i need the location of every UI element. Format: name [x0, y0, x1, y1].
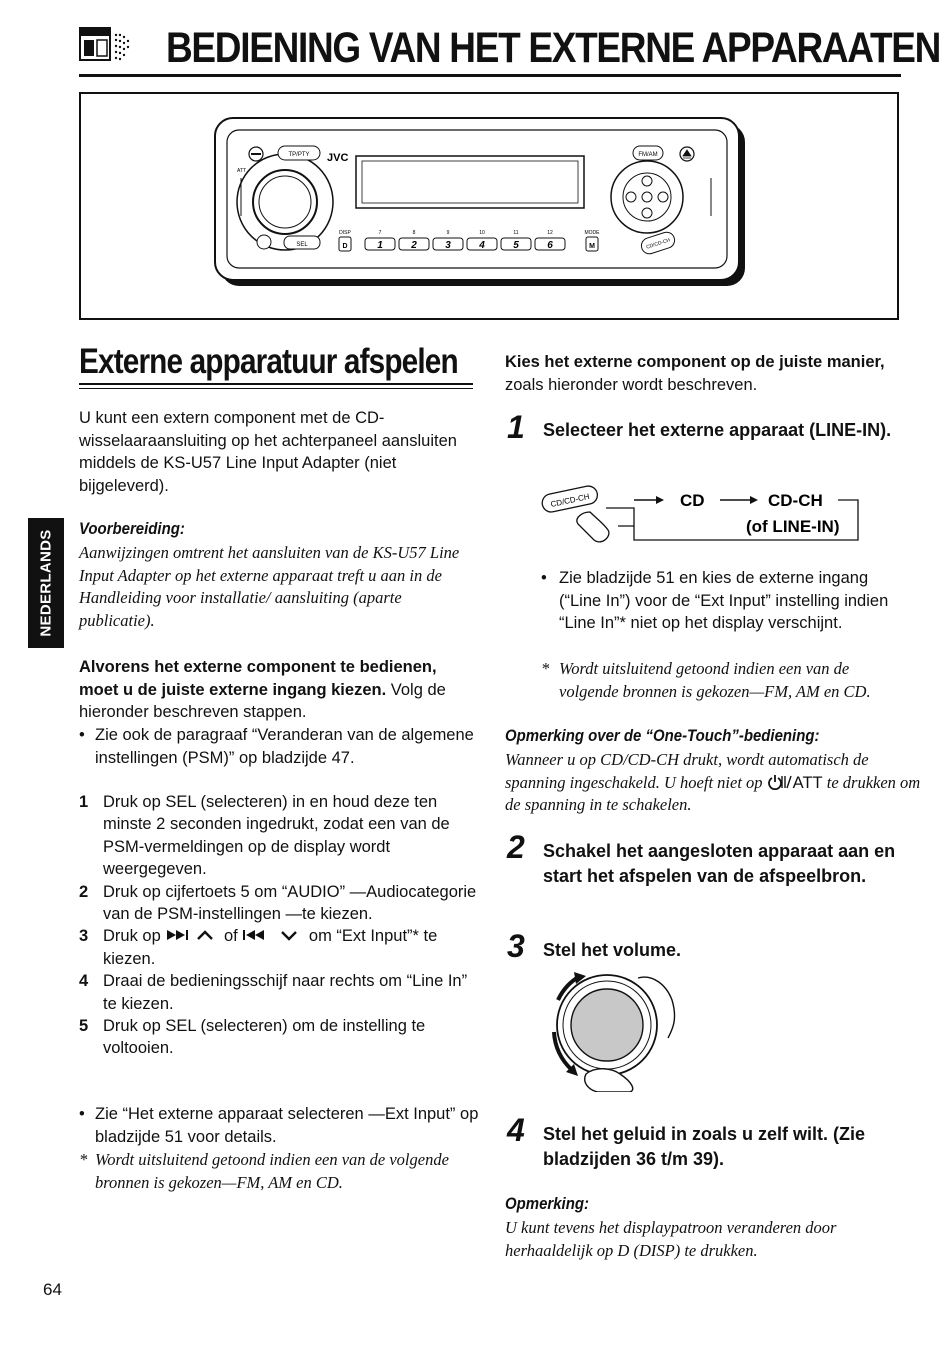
preset-button-3: 3 — [445, 240, 451, 251]
section-title: Externe apparatuur afspelen — [79, 342, 459, 381]
preset-button-6: 6 — [547, 240, 553, 251]
prev-down-icon — [243, 930, 298, 942]
upper-num: 7 — [379, 230, 382, 236]
prep-text: Aanwijzingen omtrent het aansluiten van … — [79, 543, 460, 630]
next-up-icon — [167, 930, 214, 941]
flow-cd: CD — [680, 491, 705, 510]
step-heading: Selecteer het externe apparaat (LINE-IN)… — [543, 420, 892, 440]
brand-logo: JVC — [327, 152, 348, 164]
page-title: BEDIENING VAN HET EXTERNE APPARAATEN — [166, 24, 941, 72]
power-icon — [767, 774, 792, 790]
step-heading: Schakel het aangesloten apparaat aan en … — [543, 841, 896, 886]
title-rule — [79, 74, 901, 77]
preset-button-2: 2 — [410, 240, 417, 251]
tp-pty-button: TP/PTY — [288, 152, 309, 158]
rotate-arrow-icon — [574, 972, 586, 984]
step-heading: Stel het volume. — [543, 940, 682, 960]
note-heading: Opmerking: — [505, 1194, 589, 1213]
finger-icon — [637, 976, 676, 1039]
car-stereo-illustration: JVC TP/PTY FM/AM SEL CD/CD-CH D M ATT DI… — [79, 92, 899, 320]
source-flow-diagram: CD/CD-CH CD CD-CH (of LINE-IN) — [541, 485, 859, 543]
step-number: 4 — [507, 1112, 525, 1148]
upper-num: 12 — [547, 230, 553, 236]
external-device-icon — [79, 27, 130, 61]
rotate-arrow-icon — [566, 1064, 578, 1076]
stereo-faceplate: JVC TP/PTY FM/AM SEL CD/CD-CH D M ATT DI… — [214, 117, 745, 286]
bullet-item: •Zie bladzijde 51 en kies de externe ing… — [541, 569, 889, 633]
fm-am-button: FM/AM — [638, 152, 657, 158]
page-number: 64 — [43, 1280, 62, 1299]
language-tab: NEDERLANDS — [28, 518, 64, 648]
onetouch-heading: Opmerking over de “One-Touch”-bediening: — [505, 726, 820, 745]
bullet-item: •Zie “Het externe apparaat selecteren —E… — [79, 1105, 479, 1146]
step-number: 3 — [507, 928, 525, 964]
d-button: D — [342, 243, 347, 250]
preset-button-5: 5 — [513, 240, 519, 251]
preset-button-4: 4 — [478, 240, 485, 251]
arrow-icon — [750, 496, 758, 504]
sel-button: SEL — [296, 242, 308, 248]
bullet-item: • Zie ook de paragraaf “Veranderan van de… — [79, 724, 479, 769]
onetouch-text: Wanneer u op CD/CD-CH drukt, wordt autom… — [505, 750, 921, 815]
footnote: *Wordt uitsluitend getoond indien een va… — [541, 659, 871, 701]
flow-cd-ch: CD-CH — [768, 491, 823, 510]
att-label: ATT — [237, 168, 246, 174]
before-paragraph: Alvorens het externe component te bedien… — [79, 656, 479, 724]
section-rule — [79, 383, 473, 385]
note-text: U kunt tevens het displaypatroon verande… — [505, 1218, 837, 1260]
upper-num: 10 — [479, 230, 485, 236]
volume-knob-illustration — [552, 972, 676, 1092]
intro-paragraph: U kunt een extern component met de CD-wi… — [79, 409, 457, 495]
before-bold: Alvorens het externe component te bedien… — [79, 658, 437, 699]
mode-label: MODE — [585, 230, 601, 236]
knob-center — [570, 988, 644, 1062]
prep-heading: Voorbereiding: — [79, 519, 185, 538]
upper-num: 9 — [447, 230, 450, 236]
bullet-text: Zie ook de paragraaf “Veranderan van de … — [95, 726, 474, 767]
before-rest: Volg de hieronder beschreven stappen. — [79, 680, 446, 722]
footnote: *Wordt uitsluitend getoond indien een va… — [79, 1150, 449, 1192]
flow-line-in: (of LINE-IN) — [746, 517, 839, 536]
section-rule — [79, 388, 473, 389]
step-number: 1 — [507, 409, 525, 445]
step-number: 2 — [507, 829, 525, 865]
upper-num: 11 — [513, 230, 518, 236]
arrow-icon — [656, 496, 664, 504]
preset-button-1: 1 — [377, 240, 383, 251]
step-heading: Stel het geluid in zoals u zelf wilt. (Z… — [543, 1124, 866, 1169]
choose-paragraph: Kies het externe component op de juiste … — [505, 353, 885, 394]
finger-icon — [576, 511, 610, 543]
thumb-icon — [584, 1068, 634, 1092]
disp-label: DISP — [339, 230, 351, 236]
m-button: M — [589, 243, 595, 250]
bullet-mark: • — [79, 726, 85, 744]
upper-num: 8 — [413, 230, 416, 236]
